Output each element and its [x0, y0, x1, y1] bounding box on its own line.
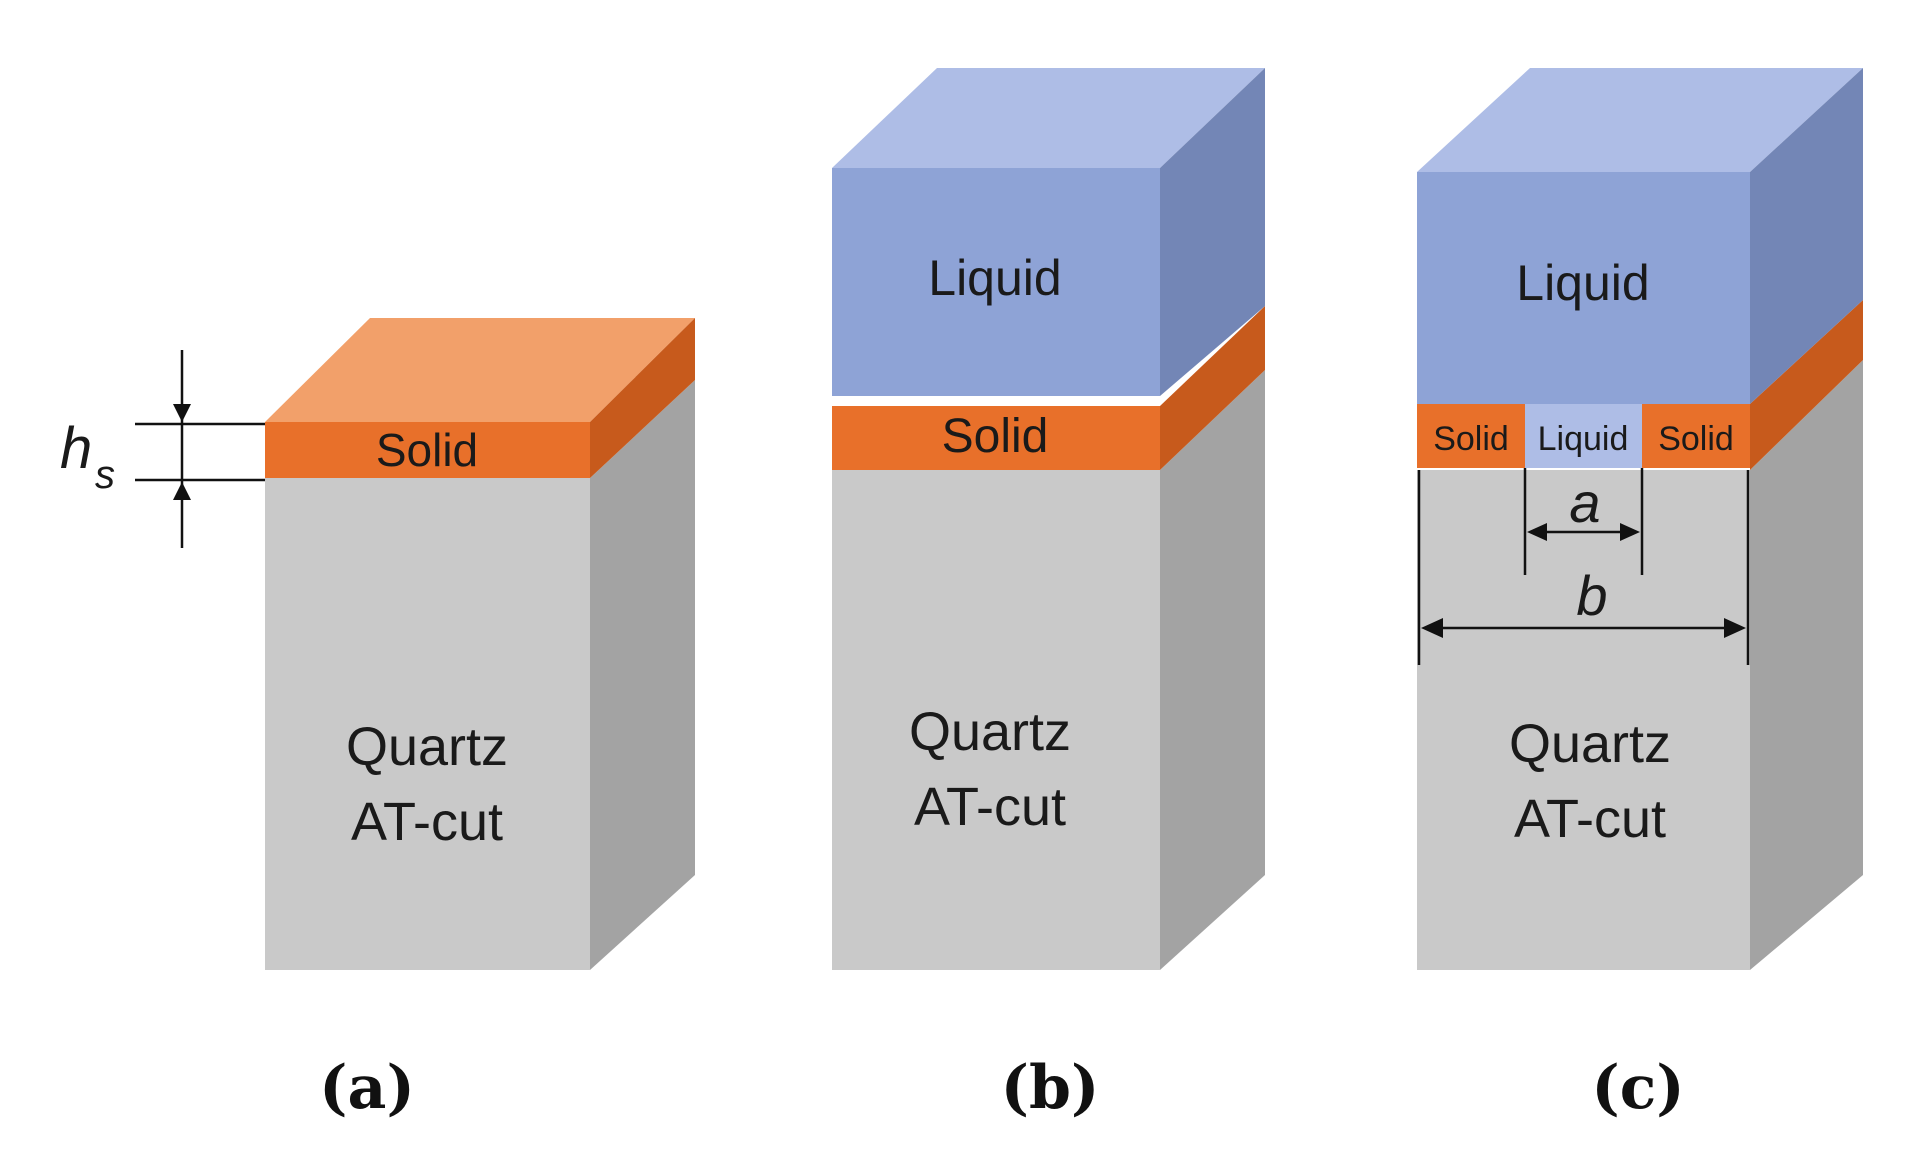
dimension-b: b	[1417, 470, 1750, 665]
solid-layer-a-side	[590, 318, 695, 478]
dim-b-label: b	[1576, 564, 1607, 627]
solid-layer-b-front	[832, 406, 1160, 470]
solid-layer-a-front	[265, 422, 590, 478]
liquid-label-b: Liquid	[928, 250, 1061, 306]
quartz-block-a-front	[265, 478, 590, 970]
liquid-block-b-front	[832, 168, 1160, 396]
liquid-block-b-side	[1160, 68, 1265, 396]
panel-label-c: (c)	[1591, 1053, 1684, 1123]
solid-label-b: Solid	[942, 410, 1049, 463]
quartz-block-a-side	[590, 380, 695, 970]
panel-b: Liquid Solid Quartz AT-cut (b)	[832, 68, 1265, 1123]
thickness-subscript: s	[95, 453, 115, 497]
solid-layer-a-top	[265, 318, 695, 422]
liquid-gap-segment	[1525, 404, 1642, 468]
quartz-label-a-line2: AT-cut	[351, 792, 503, 852]
panel-c: Liquid Solid Liquid Solid a b Quartz AT-…	[1417, 68, 1863, 1123]
thickness-dimension: h s	[60, 350, 265, 548]
solid-layer-b-side	[1160, 306, 1265, 470]
quartz-label-a-line1: Quartz	[346, 717, 508, 777]
quartz-block-c-side	[1750, 360, 1863, 970]
panel-label-a: (a)	[319, 1053, 415, 1123]
panel-label-b: (b)	[1001, 1053, 1100, 1123]
solid-left-label: Solid	[1433, 420, 1509, 458]
panel-a: Solid Quartz AT-cut h s (a)	[60, 318, 695, 1123]
quartz-label-c-line1: Quartz	[1509, 714, 1671, 774]
quartz-block-b-side	[1160, 370, 1265, 970]
quartz-label-b-line1: Quartz	[909, 702, 1071, 762]
quartz-block-b-front	[832, 470, 1160, 970]
liquid-gap-label: Liquid	[1538, 420, 1629, 458]
dim-a-label: a	[1569, 471, 1600, 534]
thickness-symbol: h	[60, 416, 92, 481]
solid-right-label: Solid	[1658, 420, 1734, 458]
liquid-block-c-top	[1417, 68, 1863, 172]
solid-segment-right	[1642, 404, 1750, 468]
liquid-block-b-top	[832, 68, 1265, 168]
quartz-block-c-front	[1417, 470, 1750, 970]
solid-segment-left	[1417, 404, 1525, 468]
solid-label-a: Solid	[376, 424, 478, 476]
dimension-a: a	[1523, 468, 1644, 575]
quartz-label-b-line2: AT-cut	[914, 777, 1066, 837]
liquid-block-c-front	[1417, 172, 1750, 404]
solid-layer-c-side	[1750, 300, 1863, 470]
liquid-label-c: Liquid	[1516, 255, 1649, 311]
liquid-block-c-side	[1750, 68, 1863, 404]
quartz-label-c-line2: AT-cut	[1514, 789, 1666, 849]
